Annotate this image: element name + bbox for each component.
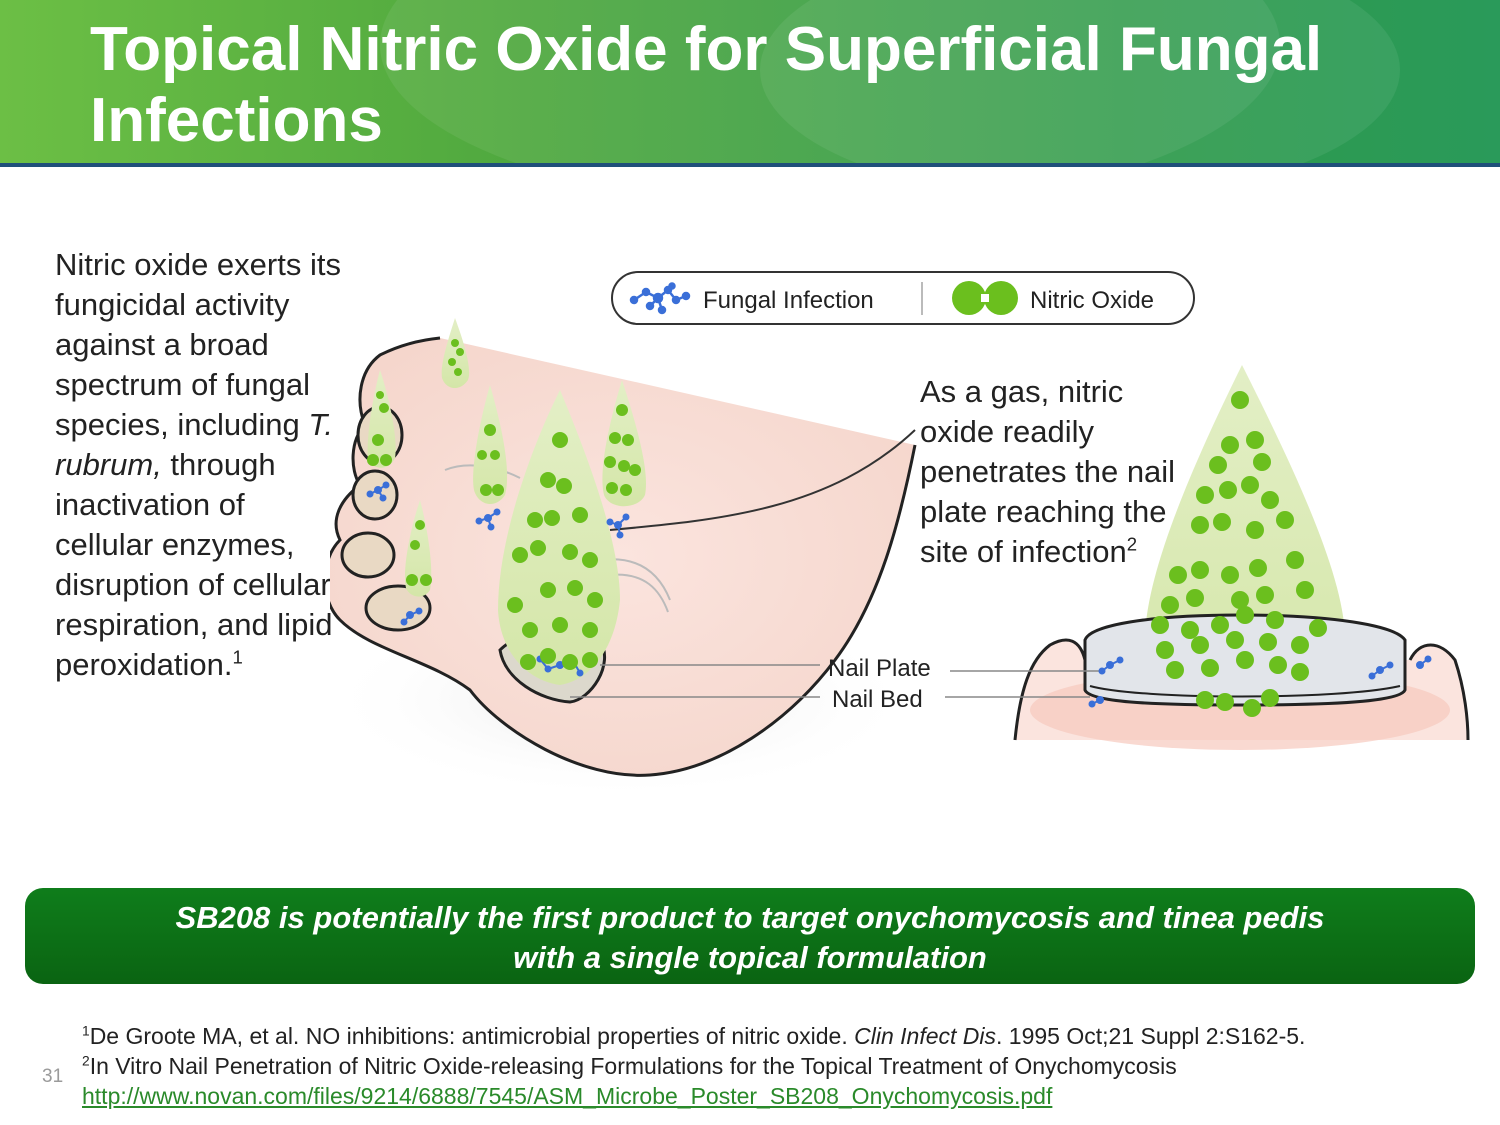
reference-1: 1De Groote MA, et al. NO inhibitions: an… (82, 1022, 1305, 1050)
left-description-part2: through inactivation of cellular enzymes… (55, 447, 333, 682)
ref-mark-1: 1 (232, 646, 243, 668)
slide-title: Topical Nitric Oxide for Superficial Fun… (90, 15, 1323, 155)
legend-box: Fungal Infection Nitric Oxide (611, 271, 1195, 325)
nail-illustration: Fungal Infection Nitric Oxide Nail Plate… (330, 271, 1470, 800)
banner-line-2: with a single topical formulation (513, 940, 987, 975)
reference-2-mark: 2 (82, 1053, 90, 1069)
header-glow (760, 0, 1400, 165)
nitric-oxide-icon (952, 281, 1018, 315)
reference-1-mark: 1 (82, 1023, 90, 1039)
reference-1-text: De Groote MA, et al. NO inhibitions: ant… (89, 1023, 855, 1049)
banner-line-1: SB208 is potentially the first product t… (175, 900, 1325, 935)
right-description-text: As a gas, nitric oxide readily penetrate… (920, 374, 1176, 569)
reference-1-journal: Clin Infect Dis (854, 1023, 996, 1049)
reference-2: 2In Vitro Nail Penetration of Nitric Oxi… (82, 1052, 1177, 1080)
header-glow (380, 0, 1280, 165)
reference-2-url-line: http://www.novan.com/files/9214/6888/754… (82, 1082, 1052, 1110)
slide-number: 31 (42, 1066, 64, 1087)
ref-mark-2: 2 (1126, 533, 1138, 555)
legend-frame (611, 271, 1195, 325)
legend-no-label: Nitric Oxide (1030, 287, 1154, 314)
nail-bed-label: Nail Bed (832, 686, 923, 713)
no-molecules (367, 339, 1327, 717)
left-description-part1: Nitric oxide exerts its fungicidal activ… (55, 247, 341, 442)
toenail-4 (351, 469, 399, 521)
reference-1-tail: . 1995 Oct;21 Suppl 2:S162-5. (996, 1023, 1306, 1049)
leader-lines (570, 429, 1100, 698)
toenail-3 (340, 531, 396, 579)
species-name: T. rubrum, (55, 407, 334, 482)
fungal-clusters (366, 481, 1432, 708)
header-divider (0, 163, 1500, 167)
key-message-banner: SB208 is potentially the first product t… (25, 888, 1475, 984)
nail-plate-label: Nail Plate (828, 655, 931, 682)
reference-2-link[interactable]: http://www.novan.com/files/9214/6888/754… (82, 1083, 1053, 1109)
legend-fungal-label: Fungal Infection (703, 287, 874, 314)
reference-2-text: In Vitro Nail Penetration of Nitric Oxid… (89, 1053, 1177, 1079)
right-description: As a gas, nitric oxide readily penetrate… (920, 372, 1180, 572)
left-description: Nitric oxide exerts its fungicidal activ… (55, 245, 345, 685)
fungal-infection-icon (629, 282, 691, 315)
header-bar: Topical Nitric Oxide for Superficial Fun… (0, 0, 1500, 165)
toenail-2 (364, 584, 432, 632)
